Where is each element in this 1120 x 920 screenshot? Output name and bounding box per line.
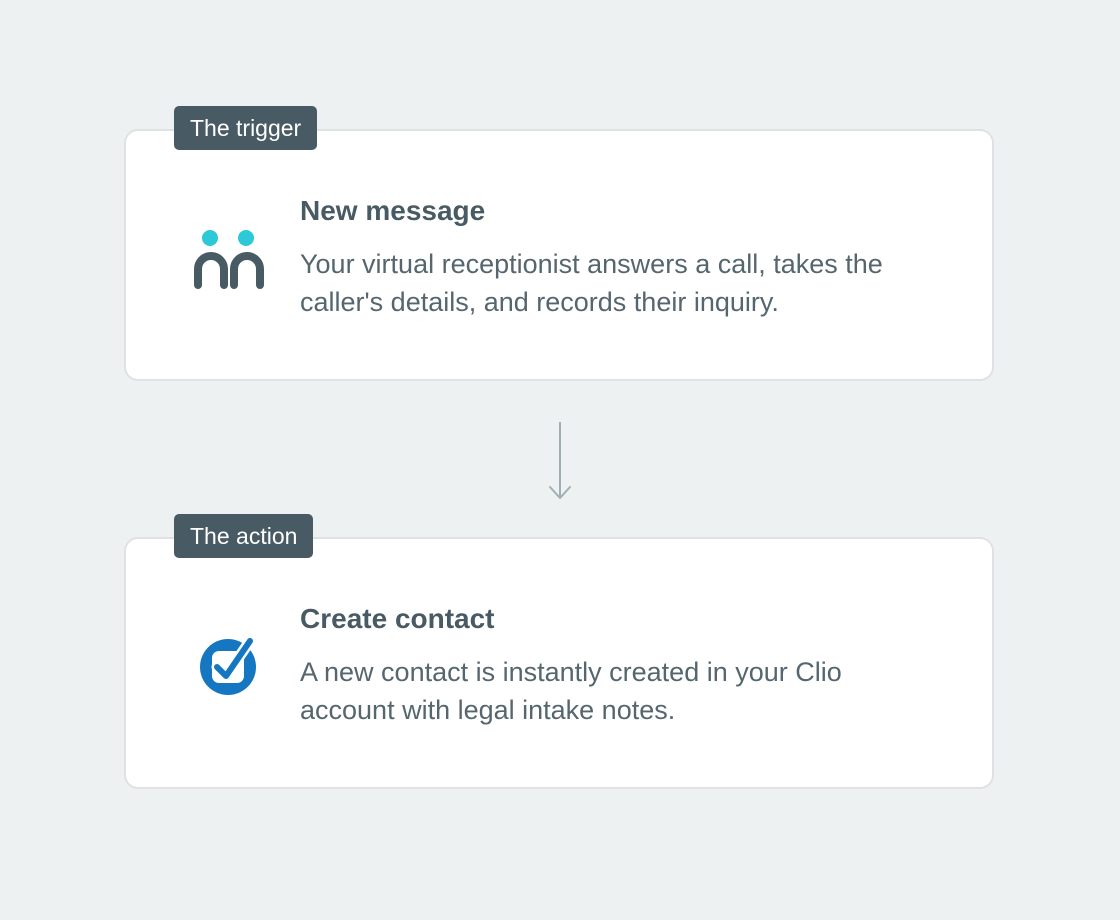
action-title: Create contact [300, 603, 495, 634]
trigger-title: New message [300, 195, 486, 226]
clio-check-icon [194, 631, 264, 701]
trigger-description: Your virtual receptionist answers a call… [300, 249, 883, 317]
down-arrow-icon [545, 420, 575, 502]
trigger-tag: The trigger [174, 106, 318, 150]
action-description: A new contact is instantly created in yo… [300, 657, 842, 725]
action-card: Create contact A new contact is instantl… [124, 537, 994, 789]
action-tag: The action [174, 514, 314, 558]
receptionist-people-icon [194, 223, 264, 293]
trigger-card: New message Your virtual receptionist an… [124, 129, 994, 381]
